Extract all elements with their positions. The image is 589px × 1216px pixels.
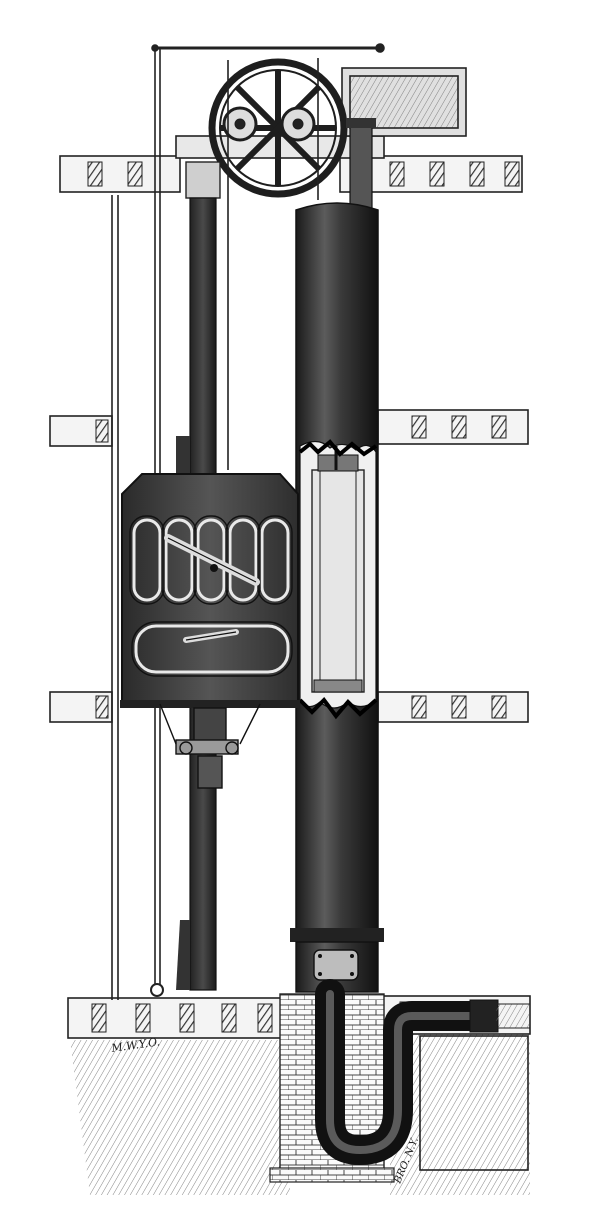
elevator-cab [120,473,300,708]
hydraulic-cylinder [290,118,384,993]
sheave-wheel [208,58,348,198]
counterweight-hook-icon [150,983,164,997]
ground-earth [70,1030,530,1195]
safety-mechanism [159,703,261,789]
tank [419,1035,529,1171]
return-pipe [315,979,531,1166]
